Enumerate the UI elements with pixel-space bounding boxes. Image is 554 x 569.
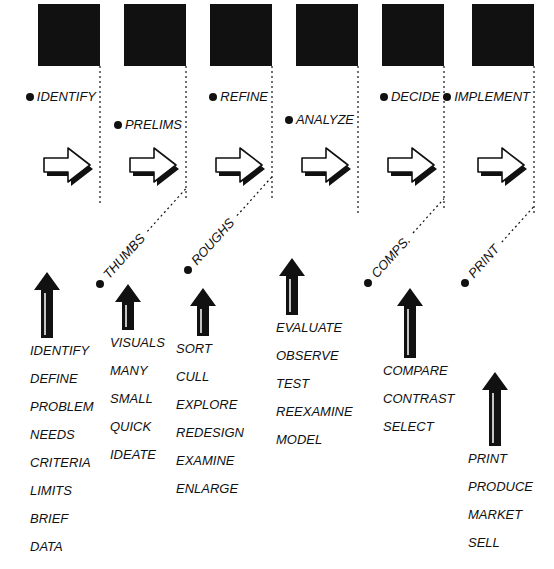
list-word: PRODUCE [468,479,533,495]
list-word: VISUALS [110,335,165,351]
up-arrow [279,258,305,315]
list-word: MARKET [468,507,522,523]
list-word: EXAMINE [176,453,235,469]
phase-label: COMPS. [368,233,414,282]
list-word: CULL [176,369,209,385]
list-word: IDENTIFY [30,343,89,359]
list-word: ENLARGE [176,481,238,497]
bullet-dot [114,121,122,129]
up-arrow [397,288,423,358]
bullet-dot [285,116,293,124]
list-word: TEST [276,376,309,392]
bullet-dot [209,93,217,101]
phase-label: THUMBS [100,231,149,282]
list-word: PROBLEM [30,399,94,415]
list-word: COMPARE [383,363,448,379]
bullet-dot [364,279,372,287]
dotted-line [99,66,100,205]
bullet-dot [443,93,451,101]
step-label: IDENTIFY [37,89,96,105]
step-arrow [478,148,527,186]
phase-label: PRINT [465,242,503,282]
dotted-line [533,66,534,215]
list-word: CRITERIA [30,455,91,471]
step-label: PRELIMS [125,117,182,133]
step-label: ANALYZE [296,112,354,128]
stage-square [382,4,444,66]
list-word: MODEL [276,432,322,448]
step-arrows [44,148,527,186]
stage-square [38,4,100,66]
bullet-dot [26,93,34,101]
step-arrow [388,148,437,186]
up-arrows [34,258,508,446]
stage-squares [38,4,534,66]
step-label: IMPLEMENT [454,89,530,105]
step-label: REFINE [220,89,268,105]
list-word: NEEDS [30,427,75,443]
list-word: MANY [110,363,148,379]
step-arrow [216,148,265,186]
list-word: SMALL [110,391,153,407]
list-word: DEFINE [30,371,78,387]
list-word: CONTRAST [383,391,455,407]
step-arrow [302,148,351,186]
list-word: BRIEF [30,511,68,527]
dotted-line [271,66,272,200]
list-word: REEXAMINE [276,404,353,420]
list-word: DATA [30,539,63,555]
dotted-line [237,177,272,216]
up-arrow [115,284,141,330]
stage-square [124,4,186,66]
list-word: IDEATE [110,447,156,463]
list-word: PRINT [468,451,507,467]
up-arrow [34,272,60,338]
step-label: DECIDE [391,89,440,105]
bullet-dot [380,93,388,101]
dotted-line [357,66,358,215]
list-word: SELL [468,535,500,551]
list-word: REDESIGN [176,425,244,441]
list-word: LIMITS [30,483,72,499]
bullet-dot [461,279,469,287]
bullet-dot [184,266,192,274]
step-arrow [130,148,179,186]
dotted-line [185,66,186,200]
stage-square [210,4,272,66]
phase-label: ROUGHS [188,216,238,269]
list-word: SORT [176,341,212,357]
dotted-line [147,189,186,232]
list-word: SELECT [383,419,434,435]
stage-square [296,4,358,66]
dotted-line [443,66,444,210]
list-word: EXPLORE [176,397,237,413]
up-arrow [482,372,508,446]
bullet-dot [96,280,104,288]
stage-square [472,4,534,66]
dotted-line [413,199,444,233]
dotted-line [502,206,534,242]
list-word: EVALUATE [276,320,342,336]
dotted-guides [100,66,534,242]
up-arrow [190,288,216,336]
list-word: OBSERVE [276,348,339,364]
step-arrow [44,148,93,186]
list-word: QUICK [110,419,151,435]
